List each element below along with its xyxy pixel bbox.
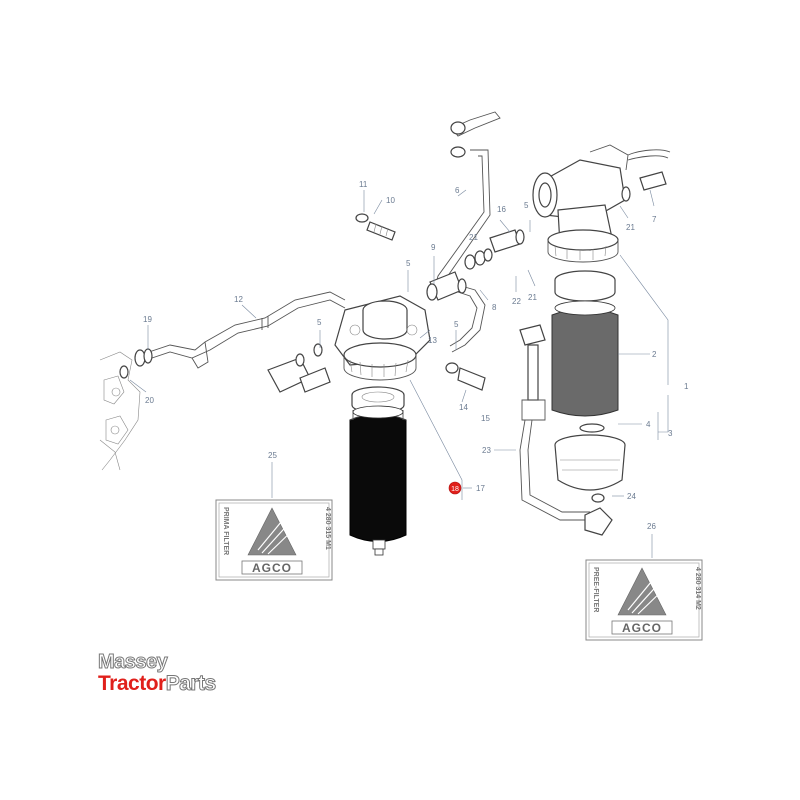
callout-2: 2 (652, 350, 657, 359)
logo-line1: Massey (98, 651, 169, 673)
callout-22: 22 (512, 297, 521, 306)
bolt-10 (355, 213, 396, 241)
callout-15: 15 (481, 414, 490, 423)
hose-bend-8 (449, 278, 486, 353)
hand-primer-22 (519, 324, 613, 536)
logo-line2: TractorParts (98, 672, 217, 695)
callout-8: 8 (492, 303, 497, 312)
callout-21-c: 21 (626, 223, 635, 232)
callout-4: 4 (646, 420, 651, 429)
fuel-line-12 (139, 291, 346, 369)
plate-25-line1: PRIMA FILTER (222, 507, 229, 555)
water-sensor-connector (267, 343, 331, 393)
logo-tractor-text: Tractor (98, 672, 166, 695)
part-plate-25: AGCO PRIMA FILTER 4 280 315 M1 (215, 499, 333, 581)
filter-element-18 (349, 386, 407, 556)
leader-lines (129, 189, 669, 558)
plate-26-line1: PREE-FILTER (592, 567, 599, 612)
callout-5-a: 5 (406, 259, 411, 268)
callout-23: 23 (482, 446, 491, 455)
callout-13: 13 (428, 336, 437, 345)
callout-3: 3 (668, 429, 673, 438)
callout-19: 19 (143, 315, 152, 324)
callout-18: 18 (451, 486, 459, 493)
logo-parts-text: Parts (165, 672, 217, 695)
callout-5-b: 5 (317, 318, 322, 327)
callout-12: 12 (234, 295, 243, 304)
callout-24: 24 (627, 492, 636, 501)
plate-25-line2: 4 280 315 M1 (324, 507, 331, 550)
callout-1: 1 (684, 382, 689, 391)
callout-labels: 1 2 3 4 5 5 5 5 6 7 8 9 10 11 12 13 14 1… (143, 180, 689, 531)
bleed-screw-14 (445, 362, 486, 391)
callout-7: 7 (652, 215, 657, 224)
prefilter-head-right (532, 144, 671, 263)
callout-5-d: 5 (524, 201, 529, 210)
callout-26: 26 (647, 522, 656, 531)
callout-21-b: 21 (528, 293, 537, 302)
filter-head-main (334, 295, 431, 381)
callout-9: 9 (431, 243, 436, 252)
prefilter-element-2 (551, 270, 619, 417)
water-bowl-3 (554, 423, 626, 503)
engine-bracket-left (99, 351, 141, 471)
callout-16: 16 (497, 205, 506, 214)
callout-20: 20 (145, 396, 154, 405)
callout-6: 6 (455, 186, 460, 195)
callout-11: 11 (359, 180, 368, 189)
banjo-fitting-19 (119, 348, 153, 379)
callout-14: 14 (459, 403, 468, 412)
callout-5-c: 5 (454, 320, 459, 329)
part-plate-26: AGCO PREE-FILTER 4 280 314 M2 (585, 559, 703, 641)
callout-21-a: 21 (469, 233, 478, 242)
callout-10: 10 (386, 196, 395, 205)
plate-25-brand: AGCO (252, 561, 292, 575)
union-fittings (426, 229, 525, 301)
callout-18-highlight: 18 (448, 481, 462, 495)
plate-26-line2: 4 280 314 M2 (694, 567, 701, 610)
massey-tractor-parts-logo: Massey TractorParts (98, 651, 217, 695)
callout-25: 25 (268, 451, 277, 460)
plate-26-brand: AGCO (622, 621, 662, 635)
callout-17: 17 (476, 484, 485, 493)
